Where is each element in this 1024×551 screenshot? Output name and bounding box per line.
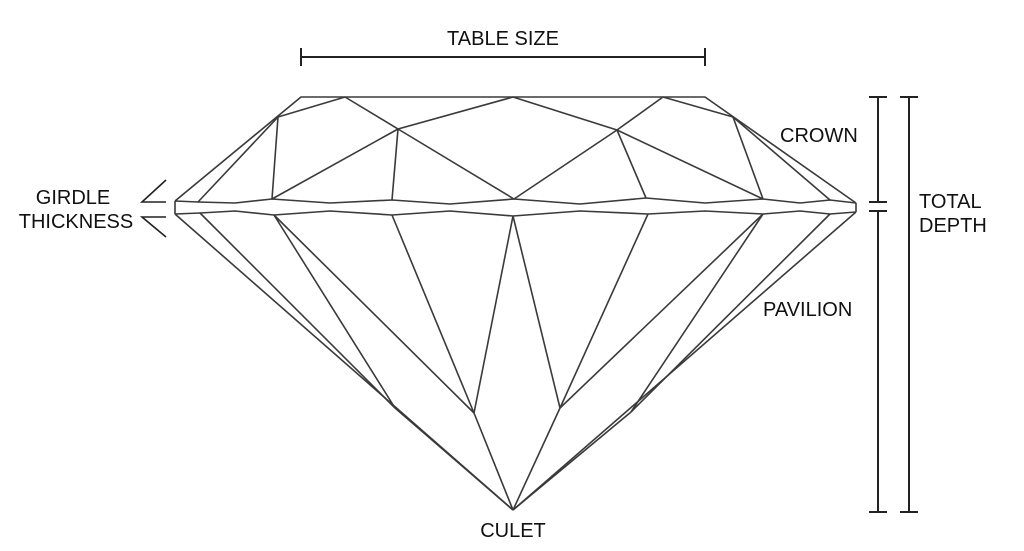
crown-dimension bbox=[869, 96, 887, 203]
pavilion-dimension bbox=[869, 210, 887, 513]
total-depth-label-line2: DEPTH bbox=[919, 215, 987, 237]
pavilion-label: PAVILION bbox=[763, 299, 852, 321]
girdle-label-line2: THICKNESS bbox=[19, 211, 133, 233]
pavilion-facets bbox=[174, 211, 857, 511]
girdle-label-line1: GIRDLE bbox=[36, 187, 110, 209]
girdle bbox=[174, 197, 857, 217]
culet-label: CULET bbox=[480, 520, 546, 542]
girdle-thickness-arrows bbox=[139, 179, 167, 238]
total-depth-label-line1: TOTAL bbox=[919, 191, 982, 213]
table-size-dimension bbox=[300, 48, 706, 66]
crown-label: CROWN bbox=[780, 125, 858, 147]
crown-facets bbox=[174, 96, 857, 204]
total-depth-dimension bbox=[900, 96, 918, 513]
table-size-label: TABLE SIZE bbox=[447, 28, 559, 50]
